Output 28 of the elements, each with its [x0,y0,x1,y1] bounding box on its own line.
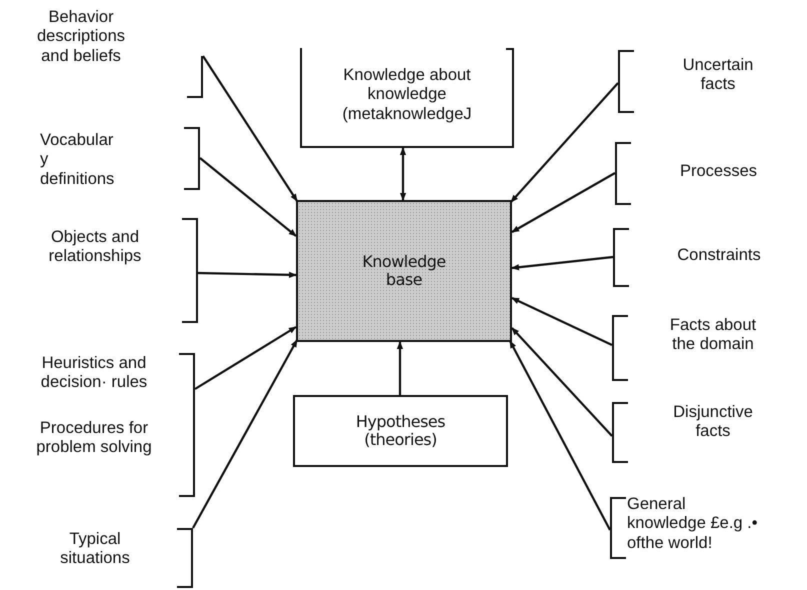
topic-label: Processes [680,162,758,180]
topic-box: Hypotheses (theories) [293,395,508,467]
topic-label: General knowledge £e.g .• ofthe world! [627,495,758,552]
arrow [511,172,616,233]
arrow [400,147,406,201]
topic-label: Disjunctive facts [673,403,753,440]
topic-label: Facts about the domain [670,316,756,354]
topic-label: Uncertain facts [682,56,754,94]
topic-label: Constraints [677,246,761,264]
arrow [511,327,613,437]
topic-label: Vocabular y definitions [40,131,114,188]
arrow [510,82,619,203]
topic-label: Typical situations [60,530,130,568]
topic-label: Procedures for problem solving [35,418,153,458]
arrow [192,339,298,529]
topic-label: Objects and relationships [48,228,142,266]
arrow [194,326,297,390]
arrow [198,272,297,278]
topic-label: Behavior descriptions and beliefs [36,8,126,65]
arrow [202,55,298,202]
arrow [199,157,297,237]
arrow [509,340,611,531]
arrow [396,341,404,395]
central-box: Knowledge base [296,200,512,342]
topic-label: Heuristics and decision· rules [40,354,148,393]
arrow [511,256,614,270]
topic-box: Knowledge about knowledge (metaknowledgeJ [300,48,514,148]
arrow [511,297,612,346]
